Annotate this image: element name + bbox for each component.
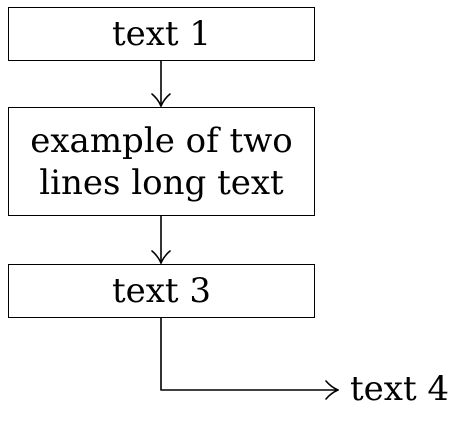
flow-node-two-line-label-line-2: lines long text (39, 162, 284, 203)
arrowhead-box3-to-text4 (325, 380, 339, 400)
arrowhead-box2-to-box3 (151, 250, 171, 264)
flow-node-text-3-label: text 3 (111, 271, 212, 311)
flow-end-label-text-4: text 4 (350, 369, 450, 409)
flow-node-text-1-label: text 1 (111, 14, 212, 54)
arrow-box3-to-text4 (160, 317, 339, 391)
flow-node-two-line: example of two lines long text (8, 107, 315, 216)
flow-node-text-3: text 3 (8, 264, 315, 318)
arrowhead-box1-to-box2 (151, 93, 171, 107)
flow-node-text-1: text 1 (8, 7, 315, 61)
flow-node-two-line-label-line-1: example of two (30, 120, 293, 161)
